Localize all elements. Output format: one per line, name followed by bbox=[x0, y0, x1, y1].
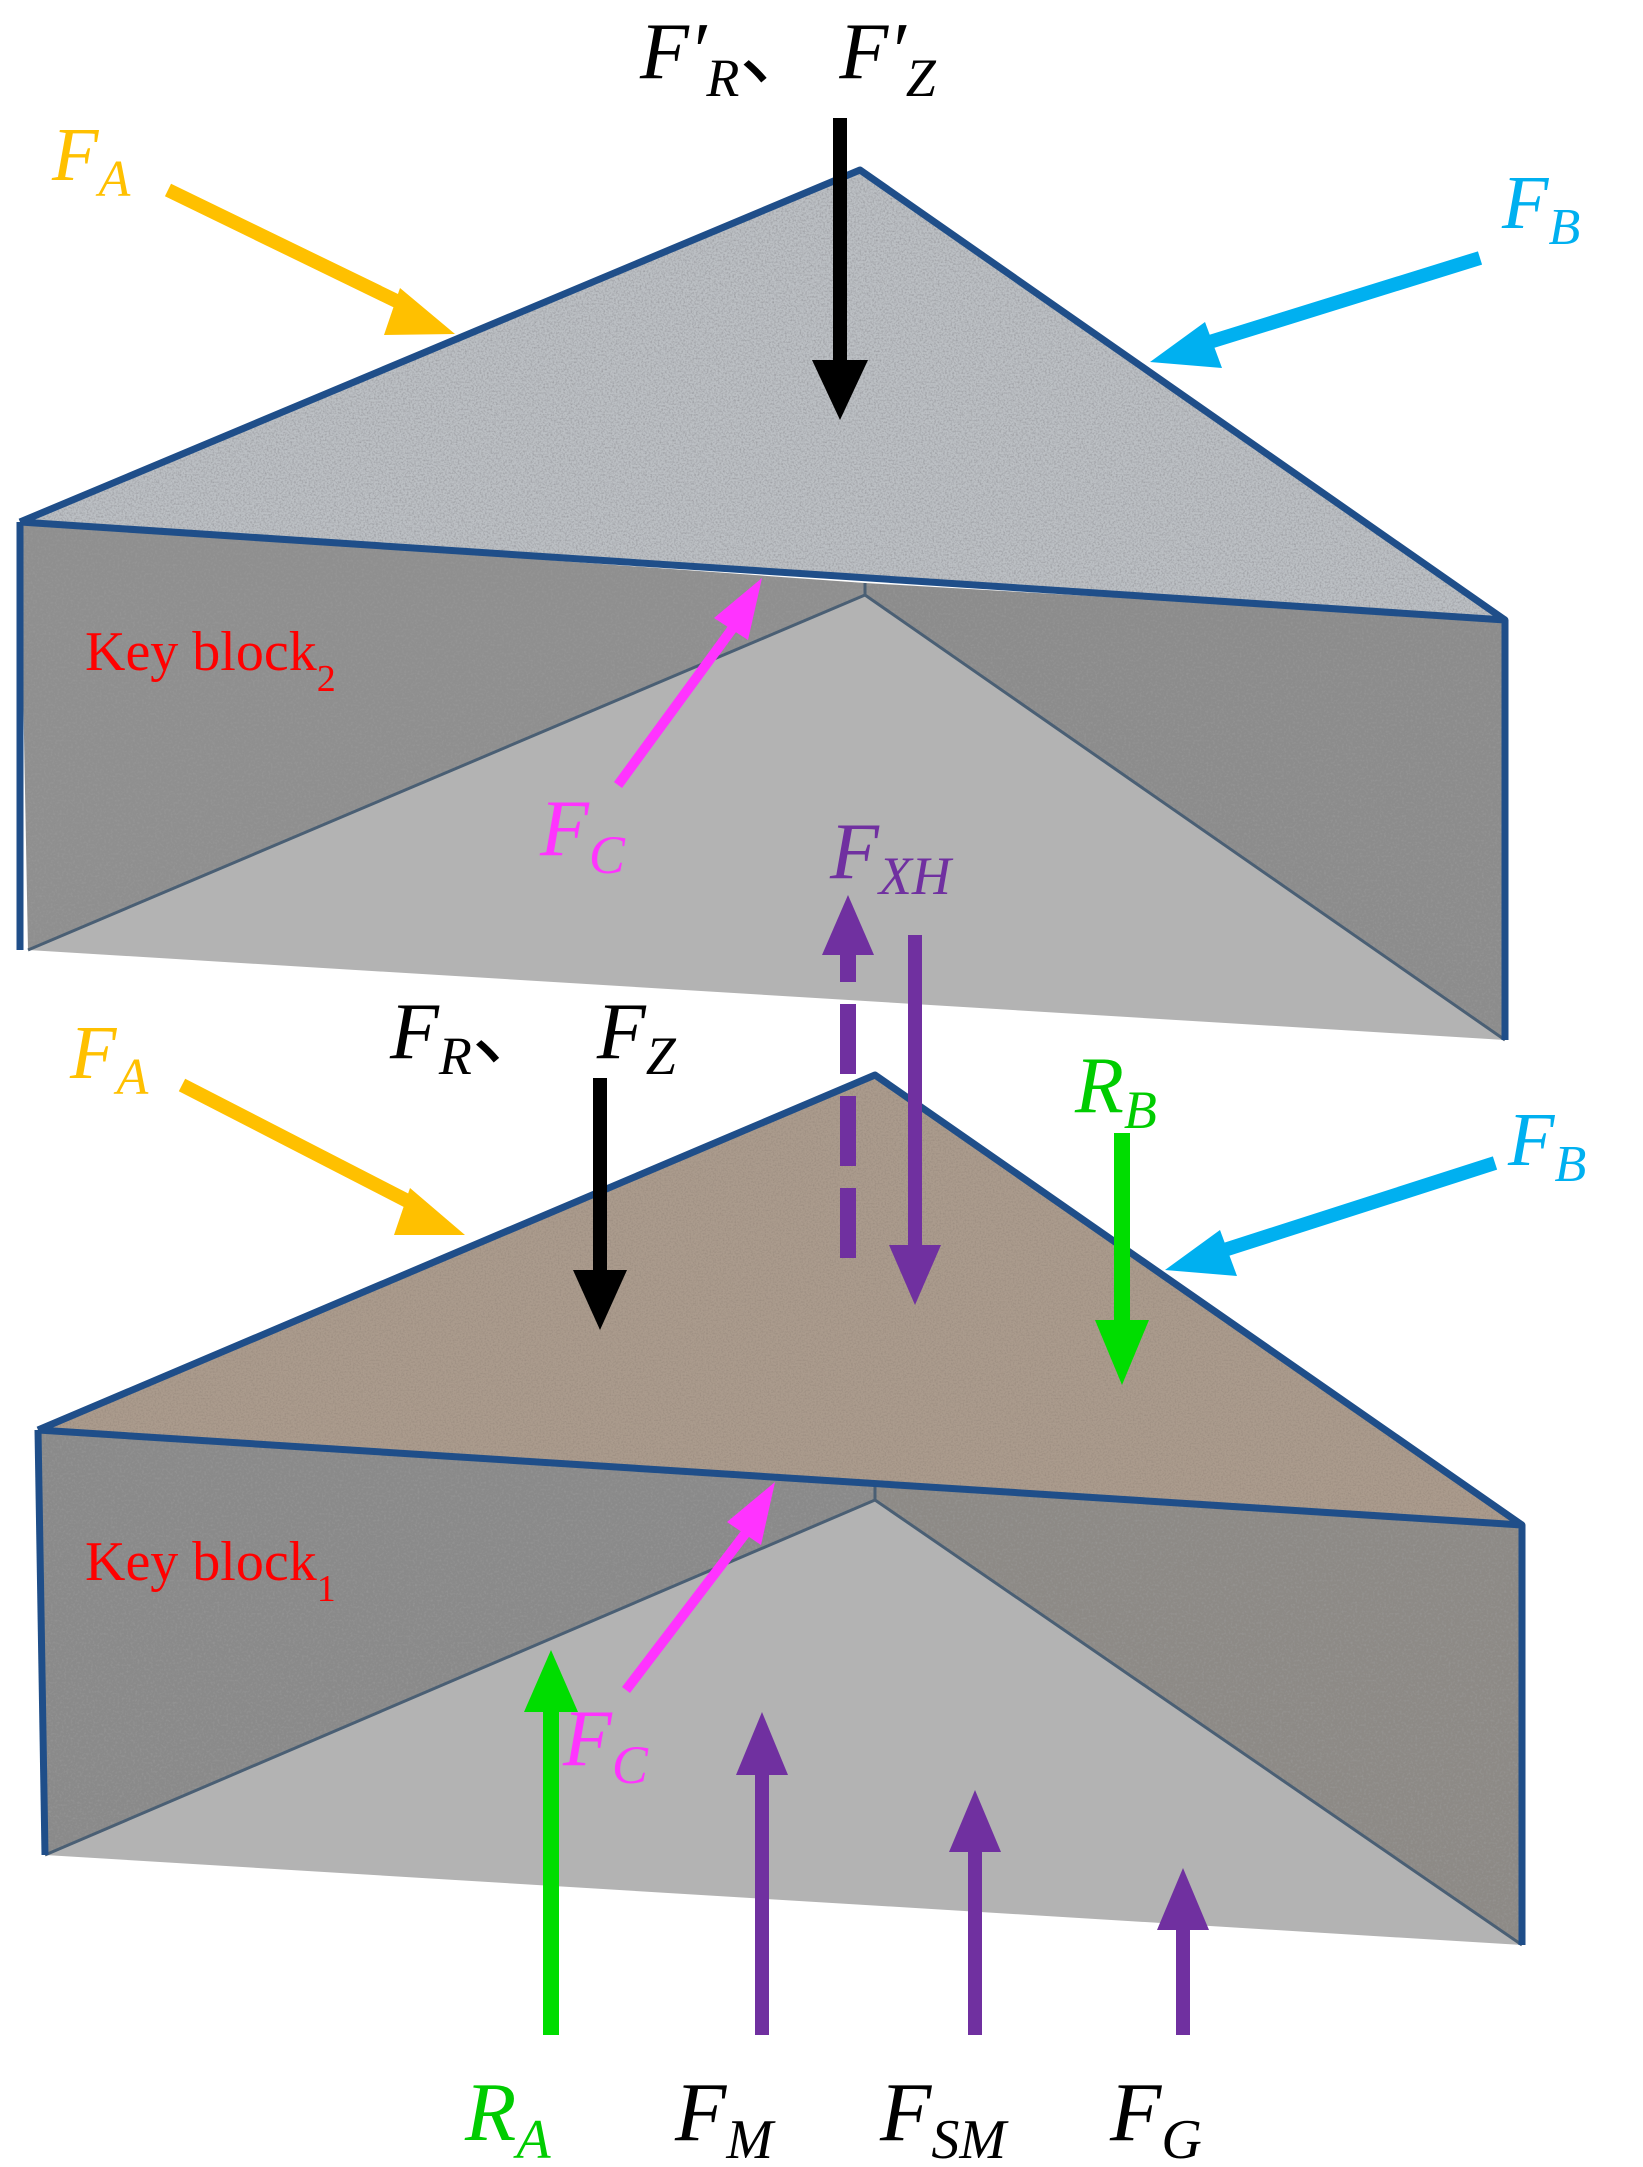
upper-block-label: Key block2 bbox=[85, 621, 336, 700]
lower-block-top-face bbox=[38, 1075, 1522, 1525]
rb-label: RB bbox=[1074, 1042, 1157, 1140]
upper-fa-label: FA bbox=[51, 113, 130, 208]
lower-block-cavity bbox=[45, 1500, 1522, 1945]
lower-fc-arrow bbox=[622, 1482, 775, 1694]
rb-arrow bbox=[1095, 1133, 1149, 1385]
lower-fc-label: FC bbox=[562, 1695, 649, 1795]
upper-fc-arrow bbox=[613, 578, 762, 788]
upper-fb-arrow bbox=[1150, 251, 1483, 368]
fxh-solid-down-arrow bbox=[889, 935, 941, 1305]
fsm-label: FSM bbox=[879, 2066, 1009, 2167]
upper-block-top-face bbox=[20, 170, 1505, 620]
upper-fc-label: FC bbox=[539, 785, 626, 885]
lower-block-label: Key block1 bbox=[85, 1531, 336, 1610]
upper-fb-label: FB bbox=[1501, 161, 1580, 256]
fxh-dashed-up-arrow bbox=[822, 895, 874, 1258]
fg-label: FG bbox=[1109, 2066, 1202, 2167]
fm-label: FM bbox=[674, 2066, 776, 2167]
upper-fa-arrow bbox=[164, 183, 455, 335]
lower-block-left-face bbox=[38, 1430, 875, 1855]
lower-fb-label: FB bbox=[1507, 1098, 1586, 1193]
lower-fb-arrow bbox=[1165, 1156, 1498, 1276]
fg-arrow bbox=[1157, 1868, 1209, 2035]
upper-block-cavity bbox=[28, 595, 1505, 1040]
lower-key-block bbox=[34, 1071, 1526, 1947]
fsm-arrow bbox=[949, 1790, 1001, 2035]
upper-block-right-face bbox=[865, 583, 1505, 1040]
ra-label: RA bbox=[464, 2066, 551, 2167]
ra-arrow bbox=[524, 1650, 578, 2035]
fxh-label: FXH bbox=[829, 808, 954, 906]
upper-block-left-face bbox=[20, 522, 865, 950]
lower-frz-label: FR、FZ bbox=[389, 988, 677, 1086]
lower-fa-label: FA bbox=[69, 1011, 148, 1106]
upper-frz-arrow bbox=[812, 118, 868, 420]
upper-frz-label: F′R、F′Z bbox=[639, 8, 937, 108]
lower-frz-arrow bbox=[573, 1078, 627, 1330]
lower-fa-arrow bbox=[178, 1078, 465, 1235]
force-arrows bbox=[164, 118, 1498, 2035]
lower-block-right-face bbox=[875, 1484, 1522, 1945]
fm-arrow bbox=[736, 1712, 788, 2035]
upper-key-block bbox=[16, 166, 1509, 1042]
